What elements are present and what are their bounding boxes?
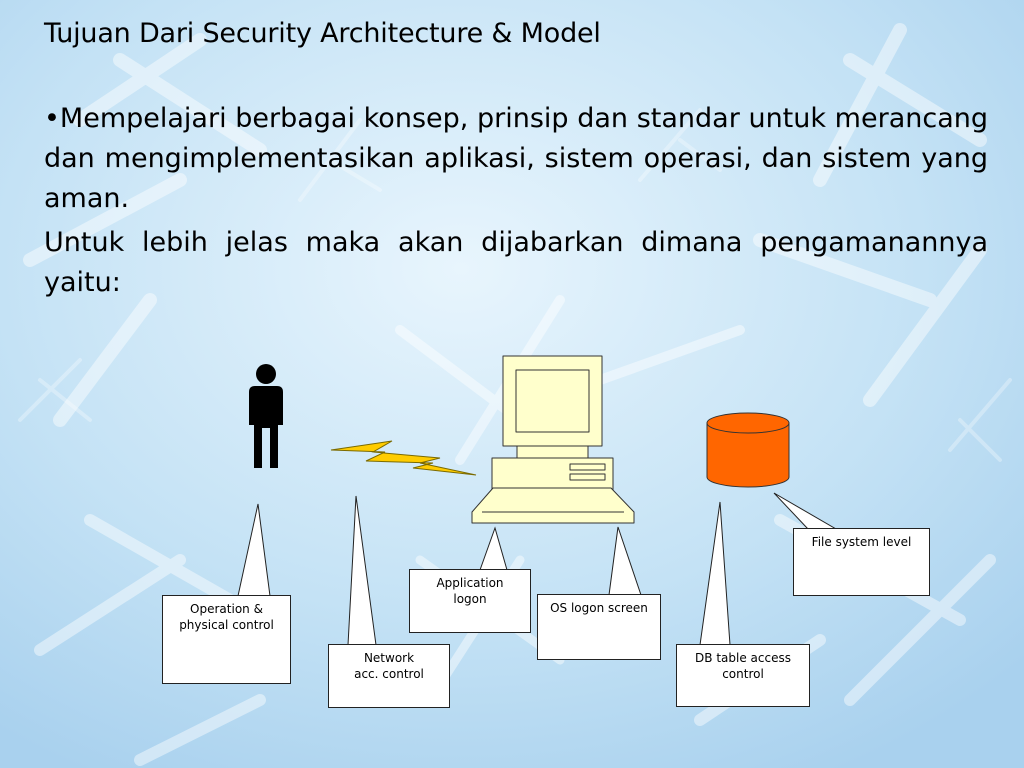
database-cylinder-icon <box>706 412 790 488</box>
callout-operation-physical-control: Operation & physical control <box>162 595 291 684</box>
callout-application-logon: Application logon <box>409 569 531 633</box>
slide-body: •Mempelajari berbagai konsep, prinsip da… <box>44 99 988 303</box>
callout-db-table-access-control: DB table access control <box>676 644 810 707</box>
callout-line: physical control <box>179 618 274 632</box>
callout-line: acc. control <box>354 667 424 681</box>
callout-line: Operation & <box>190 602 263 616</box>
network-pointer <box>347 495 377 646</box>
bullet-paragraph: •Mempelajari berbagai konsep, prinsip da… <box>44 103 988 214</box>
callout-os-logon-screen: OS logon screen <box>537 594 661 660</box>
slide-title: Tujuan Dari Security Architecture & Mode… <box>44 18 601 49</box>
callout-line: OS logon screen <box>550 601 648 615</box>
db-pointer <box>699 501 731 646</box>
filesystem-pointer <box>773 492 838 530</box>
application-pointer <box>479 526 508 571</box>
callout-pointers <box>237 492 838 646</box>
operation-pointer <box>237 503 271 597</box>
os-pointer <box>608 526 642 596</box>
lightning-bolt-icon <box>330 440 477 476</box>
callout-network-access-control: Network acc. control <box>328 644 450 708</box>
callout-line: File system level <box>811 535 912 549</box>
person-icon <box>249 364 283 468</box>
callout-line: Network <box>363 651 415 665</box>
callout-line: DB table access <box>695 651 791 665</box>
follow-paragraph: Untuk lebih jelas maka akan dijabarkan d… <box>44 227 988 298</box>
computer-icon <box>471 355 635 524</box>
callout-file-system-level: File system level <box>793 528 930 596</box>
callout-line: logon <box>453 592 487 606</box>
callout-line: control <box>722 667 764 681</box>
callout-line: Application <box>436 576 504 590</box>
